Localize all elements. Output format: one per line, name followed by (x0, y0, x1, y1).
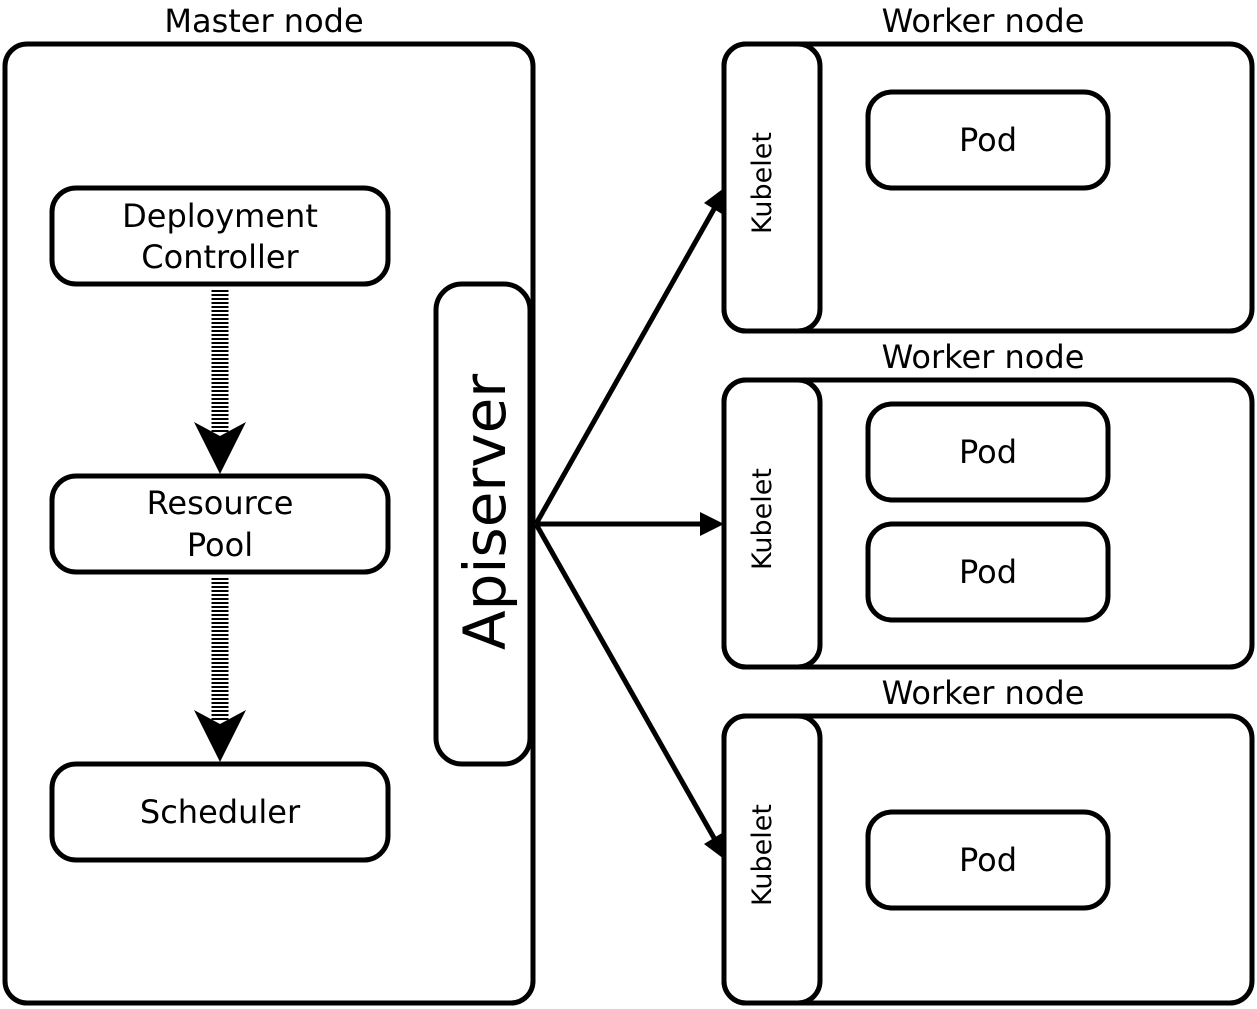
resource-pool-box (49, 473, 391, 575)
worker-node-2-kubelet-box (721, 377, 823, 670)
apiserver-to-worker-3-shaft (533, 522, 721, 847)
worker-node-1-title: Worker node (882, 2, 1085, 40)
worker-node-2-pod-2-box (865, 521, 1111, 623)
master-node: Master node Deployment Controller Resour… (2, 2, 536, 1006)
worker-node-3-title: Worker node (882, 674, 1085, 712)
apiserver-to-kubelet-arrows (533, 188, 724, 859)
scheduler: Scheduler (49, 761, 391, 863)
worker-node-3-pod-1-label: Pod (959, 841, 1017, 879)
worker-node-1-pod-1-label: Pod (959, 121, 1017, 159)
scheduler-label: Scheduler (140, 793, 301, 831)
resource-pool-label-line1: Resource (147, 484, 294, 522)
deployment-to-pool-head (194, 422, 246, 474)
apiserver-to-worker-1-head (704, 188, 724, 214)
worker-node-2-pod-2-label: Pod (959, 553, 1017, 591)
apiserver-to-worker-2-head (700, 512, 724, 536)
worker-node-1-kubelet-label: Kubelet (747, 132, 778, 234)
worker-node-3-kubelet-box (721, 713, 823, 1006)
apiserver-to-worker-1-shaft (533, 200, 721, 526)
worker-node-2-title: Worker node (882, 338, 1085, 376)
apiserver: Apiserver (433, 281, 533, 767)
worker-node-3: Worker node Kubelet Pod (721, 674, 1255, 1006)
worker-node-2: Worker node Kubelet Pod Pod (721, 338, 1255, 670)
apiserver-to-worker-3-head (704, 833, 724, 859)
deployment-controller-box (49, 185, 391, 287)
worker-node-2-pod-1-label: Pod (959, 433, 1017, 471)
worker-node-2-pod-1-box (865, 401, 1111, 503)
worker-node-2-kubelet-label: Kubelet (747, 468, 778, 570)
worker-node-3-pod-1-box (865, 809, 1111, 911)
worker-node-1-kubelet-box (721, 41, 823, 334)
master-node-title: Master node (164, 2, 363, 40)
resource-pool: Resource Pool (49, 473, 391, 575)
pool-to-scheduler-arrow (194, 578, 246, 762)
worker-node-1-pod-1-box (865, 89, 1111, 191)
deployment-controller-label-line1: Deployment (122, 197, 318, 235)
apiserver-box (433, 281, 533, 767)
pool-to-scheduler-head (194, 710, 246, 762)
resource-pool-label-line2: Pool (187, 526, 253, 564)
worker-node-3-kubelet-label: Kubelet (747, 804, 778, 906)
deployment-controller-label-line2: Controller (141, 238, 299, 276)
scheduler-box (49, 761, 391, 863)
apiserver-label: Apiserver (451, 374, 519, 650)
deployment-to-pool-arrow (194, 290, 246, 474)
worker-node-1: Worker node Kubelet Pod (721, 2, 1255, 334)
deployment-controller: Deployment Controller (49, 185, 391, 287)
